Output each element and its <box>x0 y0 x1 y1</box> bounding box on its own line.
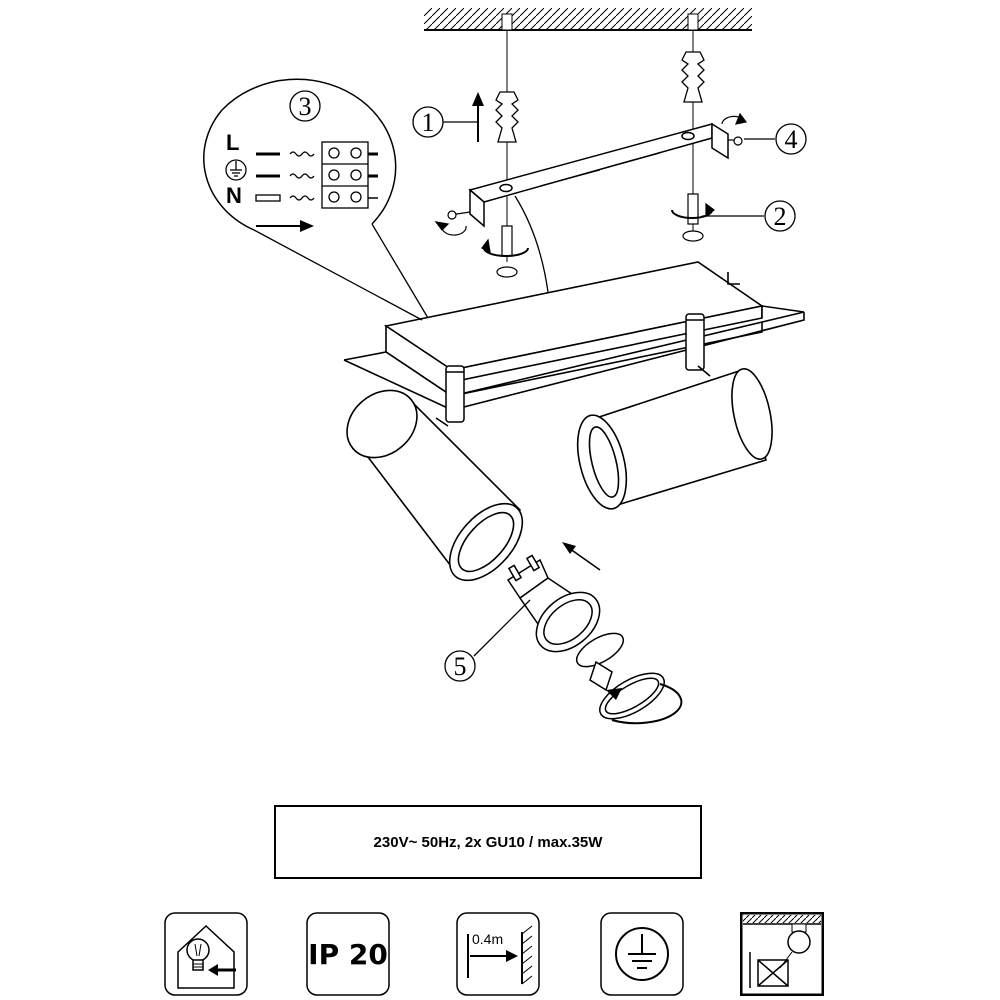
callout-2-label: 2 <box>774 202 787 231</box>
spec-box: 230V~ 50Hz, 2x GU10 / max.35W <box>274 805 702 879</box>
callout-4-label: 4 <box>785 125 798 154</box>
spotlight-left <box>346 389 524 582</box>
callout-1-label: 1 <box>422 108 435 137</box>
callout-4: 4 <box>744 123 807 155</box>
callout-3: 3 <box>299 92 312 121</box>
mounting-bracket <box>468 122 729 228</box>
ceiling <box>424 8 752 31</box>
assembly-diagram: 3 L N 1 <box>203 8 807 725</box>
replace-bulb-icon <box>164 912 248 996</box>
spot-stem-left <box>445 365 465 423</box>
callout-2: 2 <box>702 200 796 232</box>
retaining-clip <box>575 632 665 720</box>
callout-5: 5 <box>444 599 531 682</box>
wall-plug-left <box>495 91 519 143</box>
wall-plug-right <box>681 51 705 103</box>
bracket-screw-left <box>434 210 471 236</box>
min-distance-icon: 0.4m <box>456 912 540 996</box>
ground-icon <box>225 159 247 181</box>
ip-rating-text: IP 20 <box>308 938 388 971</box>
wiring-direction-arrow <box>256 220 314 232</box>
spec-text: 230V~ 50Hz, 2x GU10 / max.35W <box>373 833 603 851</box>
callout-5-label: 5 <box>454 652 467 681</box>
wire-label-neutral: N <box>226 183 242 208</box>
callout-1: 1 <box>412 92 484 142</box>
spotlight-right <box>576 365 773 510</box>
spot-stem-right <box>685 313 705 371</box>
no-insulation-cover-icon <box>740 912 824 996</box>
base-plate <box>343 261 805 411</box>
screw-right <box>671 193 715 242</box>
protective-earth-icon <box>600 912 684 996</box>
wire-label-live: L <box>226 130 239 155</box>
gu10-bulb <box>506 554 601 653</box>
ip20-icon: IP 20 <box>306 912 390 996</box>
insert-arrow <box>562 542 601 571</box>
min-distance-text: 0.4m <box>472 931 503 947</box>
screw-left <box>481 225 529 278</box>
rotate-arrow <box>606 683 683 725</box>
bracket-screw-right <box>721 112 748 146</box>
terminal-block <box>255 141 378 209</box>
